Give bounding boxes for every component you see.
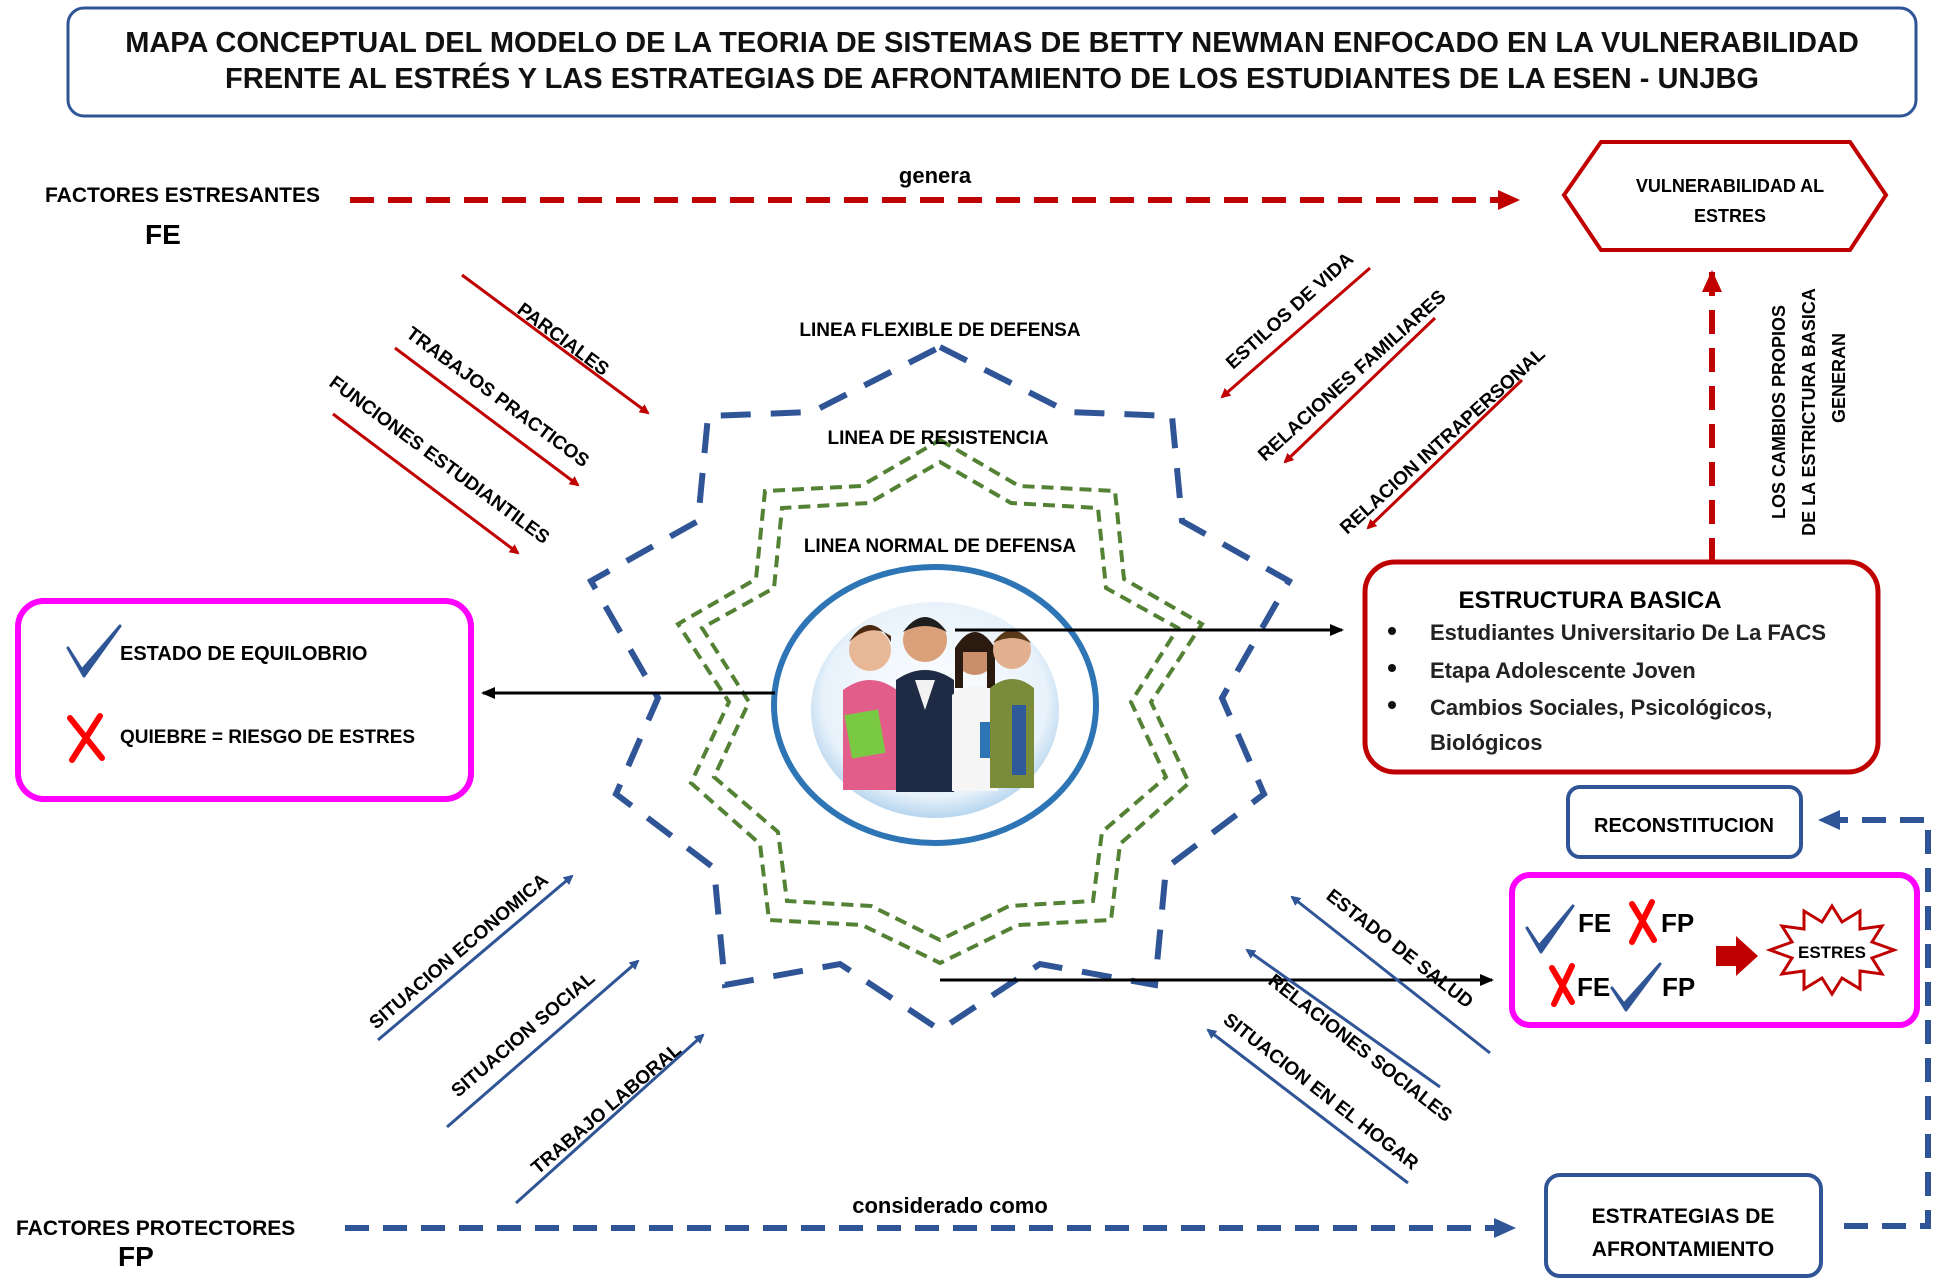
reconstitucion-feedback-arrow (1818, 810, 1931, 1229)
reconstitucion-box (1566, 785, 1803, 859)
considerado-como-label: considerado como (852, 1193, 1048, 1218)
factores-estresantes-label: FACTORES ESTRESANTES (45, 184, 320, 207)
genera-label: genera (899, 163, 972, 188)
combo-x-fe-icon (1549, 963, 1575, 1007)
cambios-label-line-3: GENERAN (1829, 333, 1849, 423)
combo-x-fp-icon (1629, 899, 1657, 945)
relaciones-familiares-arrow (1283, 316, 1437, 464)
factores-protectores-label: FACTORES PROTECTORES (16, 1217, 295, 1240)
parciales-arrow (461, 273, 650, 415)
trabajo-laboral-label: TRABAJO LABORAL (528, 1039, 686, 1179)
cambios-label-line-2: DE LA ESTRICTURA BASICA (1799, 288, 1819, 536)
combo-check-fe-icon (1525, 904, 1575, 954)
quiebre-label: QUIEBRE = RIESGO DE ESTRES (120, 727, 415, 748)
combo-check-fp-icon (1610, 962, 1662, 1012)
linea-resistencia-label: LINEA DE RESISTENCIA (828, 428, 1049, 449)
estructura-bullet-2 (1388, 664, 1396, 672)
parciales-label: PARCIALES (513, 299, 613, 380)
situacion-social-label: SITUACION SOCIAL (448, 968, 600, 1102)
combo-fp-1: FP (1661, 908, 1694, 938)
linea-de-resistencia-inner (699, 459, 1181, 943)
estrategias-line-1: ESTRATEGIAS DE (1592, 1205, 1775, 1228)
factores-estresantes-abbr: FE (145, 219, 181, 250)
title-line-2: FRENTE AL ESTRÉS Y LAS ESTRATEGIAS DE AF… (225, 61, 1759, 95)
relaciones-sociales-label: RELACIONES SOCIALES (1264, 970, 1456, 1126)
estilos-de-vida-label: ESTILOS DE VIDA (1222, 248, 1358, 373)
combo-fe-2: FE (1577, 972, 1610, 1002)
estructura-basica-title: ESTRUCTURA BASICA (1458, 587, 1721, 614)
relacion-intrapersonal-arrow (1366, 378, 1524, 530)
estructura-item-4: Biológicos (1430, 730, 1542, 755)
estado-box (15, 598, 474, 802)
vulnerabilidad-line-1: VULNERABILIDAD AL (1636, 176, 1824, 196)
estado-de-salud-arrow (1290, 895, 1491, 1055)
estructura-bullet-1 (1388, 627, 1396, 635)
situacion-en-el-hogar-label: SITUACION EN EL HOGAR (1219, 1009, 1422, 1174)
estrategias-box (1544, 1173, 1823, 1278)
estres-burst (1765, 903, 1899, 997)
situacion-social-arrow (446, 959, 640, 1129)
cambios-label-line-1: LOS CAMBIOS PROPIOS (1769, 305, 1789, 519)
vulnerabilidad-hexagon (1561, 140, 1889, 252)
trabajo-laboral-arrow (514, 1033, 705, 1205)
linea-de-resistencia-outer (675, 437, 1205, 966)
estructura-item-2: Etapa Adolescente Joven (1430, 658, 1696, 683)
x-icon (67, 713, 105, 763)
estructura-item-3: Cambios Sociales, Psicológicos, (1430, 695, 1772, 720)
situacion-economica-label: SITUACION ECONOMICA (366, 870, 553, 1034)
estilos-de-vida-arrow (1220, 266, 1371, 399)
reconstitucion-label: RECONSTITUCION (1594, 815, 1774, 837)
cambios-label: LOS CAMBIOS PROPIOS DE LA ESTRICTURA BAS… (1769, 288, 1849, 536)
estado-equilibrio-label: ESTADO DE EQUILOBRIO (120, 643, 367, 665)
students-photo (811, 602, 1059, 818)
combo-fp-2: FP (1662, 972, 1695, 1002)
title-box (66, 6, 1918, 118)
estructura-basica-box (1362, 559, 1881, 775)
title-line-1: MAPA CONCEPTUAL DEL MODELO DE LA TEORIA … (125, 27, 1859, 59)
estructura-bullet-3 (1388, 701, 1396, 709)
linea-flexible-label: LINEA FLEXIBLE DE DEFENSA (799, 320, 1080, 341)
combo-fe-1: FE (1578, 908, 1611, 938)
estres-label: ESTRES (1798, 943, 1866, 962)
check-icon (66, 624, 122, 678)
estructura-item-1: Estudiantes Universitario De La FACS (1430, 620, 1826, 645)
situacion-economica-arrow (377, 874, 574, 1042)
trabajos-practicos-arrow (394, 346, 580, 487)
factores-protectores-abbr: FP (118, 1241, 154, 1272)
funciones-estudiantiles-arrow (332, 412, 520, 555)
vulnerabilidad-line-2: ESTRES (1694, 206, 1766, 226)
estrategias-line-2: AFRONTAMIENTO (1592, 1238, 1774, 1261)
linea-normal-label: LINEA NORMAL DE DEFENSA (804, 536, 1077, 557)
funciones-estudiantiles-label: FUNCIONES ESTUDIANTILES (325, 372, 553, 548)
relaciones-sociales-arrow (1245, 948, 1441, 1089)
estado-de-salud-label: ESTADO DE SALUD (1322, 885, 1477, 1012)
combo-arrow-icon (1716, 936, 1758, 976)
situacion-en-el-hogar-arrow (1206, 1028, 1409, 1185)
